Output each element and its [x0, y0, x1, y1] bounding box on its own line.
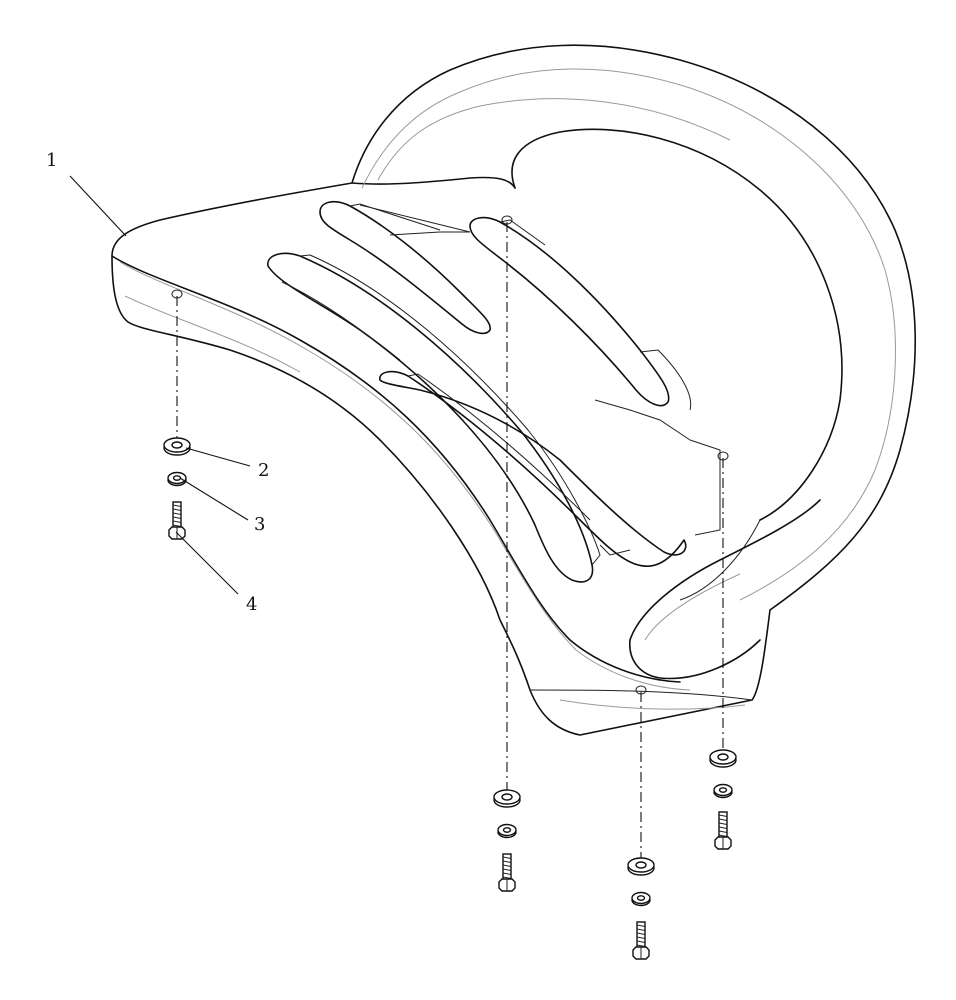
- hex-bolt: [632, 921, 650, 960]
- flat-washer: [709, 749, 737, 768]
- mounting-hole-marks: [171, 215, 729, 695]
- hex-bolt: [714, 811, 732, 850]
- assembly-axis-lines: [176, 222, 724, 858]
- callout-leaders: [69, 175, 251, 595]
- hardware-set-3: [627, 857, 655, 960]
- lock-washer: [497, 823, 517, 839]
- flat-washer: [627, 857, 655, 876]
- lock-washer: [631, 891, 651, 907]
- callout-3-lock-washer: 3: [254, 514, 265, 535]
- flat-washer: [163, 437, 191, 456]
- callout-1-seat: 1: [46, 150, 57, 171]
- hardware-set-4: [709, 749, 737, 850]
- seat-pan: [111, 44, 916, 736]
- hardware-sets: [163, 437, 737, 960]
- hardware-set-1: [163, 437, 191, 540]
- callout-2-flat-washer: 2: [258, 460, 269, 481]
- seat-slots: [267, 200, 721, 583]
- hex-bolt: [498, 853, 516, 892]
- lock-washer: [167, 471, 187, 487]
- flat-washer: [493, 789, 521, 808]
- lock-washer: [713, 783, 733, 799]
- callout-4-bolt: 4: [246, 594, 257, 615]
- hardware-set-2: [493, 789, 521, 892]
- hex-bolt: [168, 501, 186, 540]
